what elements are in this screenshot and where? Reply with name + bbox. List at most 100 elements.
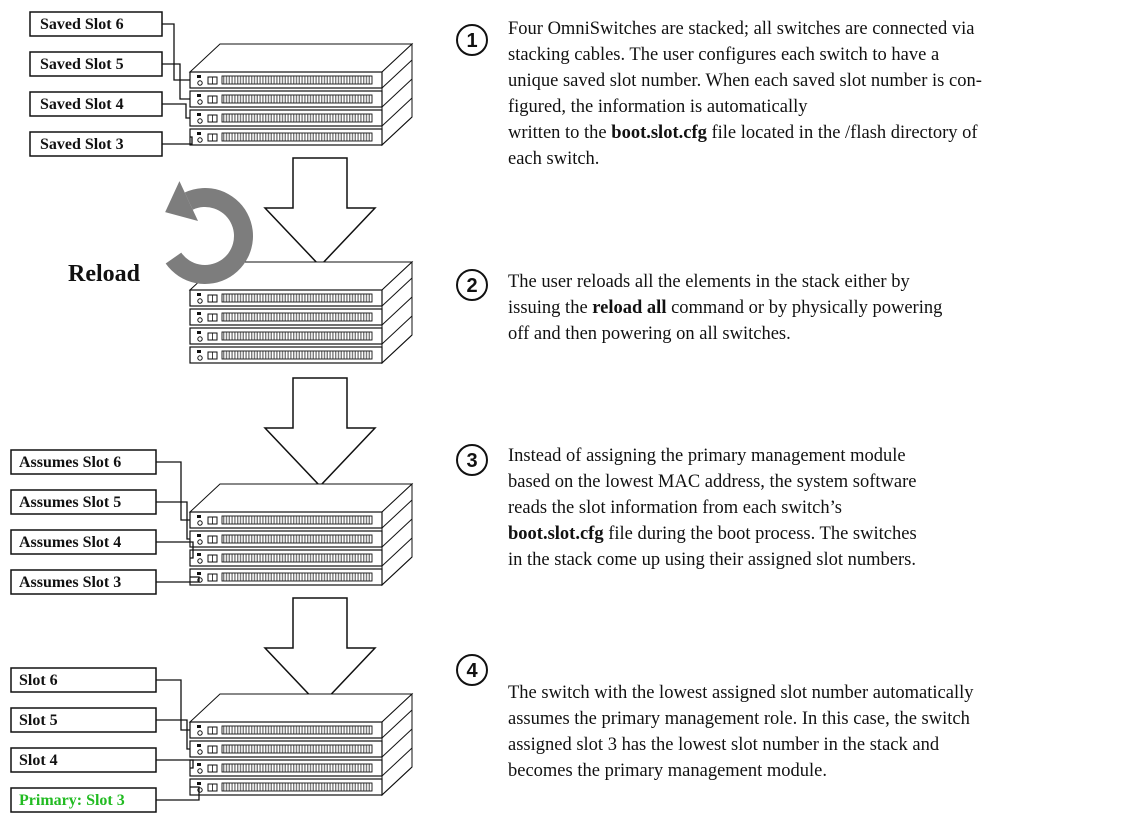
step-number-badge: 1	[456, 24, 488, 56]
switch-chassis-icon	[189, 296, 413, 326]
step-number: 2	[466, 275, 477, 297]
switch-stack-reload	[188, 260, 414, 365]
switch-stack-saved	[188, 42, 414, 147]
slot-label: Saved Slot 3	[29, 131, 193, 157]
bold-term: boot.slot.cfg	[611, 123, 707, 143]
connector-line	[162, 136, 193, 145]
switch-chassis-icon	[189, 59, 413, 89]
slot-label-text: Saved Slot 6	[40, 16, 124, 33]
switch-chassis-icon	[189, 116, 413, 146]
switch-chassis-icon	[189, 97, 413, 127]
description-line: assumes the primary management role. In …	[508, 706, 974, 732]
description-line: each switch.	[508, 146, 982, 172]
text-run: becomes the primary management module.	[508, 761, 828, 781]
text-run: based on the lowest MAC address, the sys…	[508, 472, 917, 492]
slot-label-text: Assumes Slot 3	[19, 574, 121, 591]
connector-line	[156, 541, 194, 559]
text-run: file located in the /flash directory of	[706, 123, 978, 143]
slot-label-text: Saved Slot 4	[40, 96, 124, 113]
switch-chassis-icon	[189, 334, 413, 364]
connector-line	[156, 679, 190, 731]
connector-line	[162, 103, 190, 119]
text-run: The user reloads all the elements in the…	[508, 272, 910, 292]
bold-term: boot.slot.cfg	[508, 524, 604, 544]
text-run: The switch with the lowest assigned slot…	[508, 683, 974, 703]
text-run: written to the	[508, 123, 612, 143]
connector-line	[162, 63, 190, 100]
down-arrow-icon	[263, 377, 377, 488]
slot-label: Saved Slot 6	[29, 11, 190, 81]
switch-chassis-icon	[189, 499, 413, 529]
text-run: assumes the primary management role. In …	[508, 709, 970, 729]
slot-label: Assumes Slot 3	[10, 569, 200, 595]
connector-line	[156, 786, 200, 801]
text-run: Four OmniSwitches are stacked; all switc…	[508, 19, 975, 39]
connector-line	[162, 23, 190, 81]
step-number-badge: 3	[456, 444, 488, 476]
circular-arrow-reload-icon	[165, 181, 253, 285]
step-1-description: Four OmniSwitches are stacked; all switc…	[508, 16, 982, 172]
connector-line	[156, 759, 194, 769]
slot-label-text: Slot 6	[19, 672, 58, 689]
reload-label: Reload	[68, 261, 141, 287]
down-arrow-icon	[263, 597, 377, 708]
slot-label-text: Slot 5	[19, 712, 58, 729]
connector-line	[156, 461, 190, 521]
description-line: Instead of assigning the primary managem…	[508, 443, 917, 469]
slot-label: Primary: Slot 3	[10, 786, 200, 813]
slot-label-text: Primary: Slot 3	[19, 792, 125, 809]
slot-label: Slot 6	[10, 667, 190, 731]
text-run: issuing the	[508, 298, 593, 318]
text-run: command or by physically powering	[666, 298, 943, 318]
switch-stack-final	[188, 692, 414, 797]
description-line: unique saved slot number. When each save…	[508, 68, 982, 94]
switch-chassis-icon	[189, 728, 413, 758]
slot-label: Slot 5	[10, 707, 190, 750]
step-4-description: The switch with the lowest assigned slot…	[508, 680, 974, 784]
description-line: in the stack come up using their assigne…	[508, 547, 917, 573]
step-3-description: Instead of assigning the primary managem…	[508, 443, 917, 573]
connector-line	[156, 576, 200, 583]
switch-chassis-icon	[189, 315, 413, 345]
connector-line	[156, 501, 190, 540]
switch-chassis-icon	[189, 709, 413, 739]
step-number: 4	[466, 660, 478, 682]
switch-chassis-icon	[189, 277, 413, 307]
slot-label-text: Assumes Slot 5	[19, 494, 121, 511]
slot-label-text: Slot 4	[19, 752, 58, 769]
description-line: off and then powering on all switches.	[508, 321, 942, 347]
description-line: The switch with the lowest assigned slot…	[508, 680, 974, 706]
bold-term: reload all	[592, 298, 667, 318]
text-run: in the stack come up using their assigne…	[508, 550, 916, 570]
slot-label-text: Saved Slot 3	[40, 136, 124, 153]
text-run: each switch.	[508, 149, 600, 169]
text-run: stacking cables. The user configures eac…	[508, 45, 940, 65]
slot-label: Slot 4	[10, 747, 194, 773]
step-number: 1	[466, 30, 477, 52]
text-run: unique saved slot number. When each save…	[508, 71, 982, 91]
text-run: reads the slot information from each swi…	[508, 498, 842, 518]
description-line: written to the boot.slot.cfg file locate…	[508, 120, 982, 146]
description-line: stacking cables. The user configures eac…	[508, 42, 982, 68]
text-run: Instead of assigning the primary managem…	[508, 446, 906, 466]
description-line: becomes the primary management module.	[508, 758, 974, 784]
step-number-badge: 2	[456, 269, 488, 301]
switch-stack-assumes	[188, 482, 414, 587]
description-line: boot.slot.cfg file during the boot proce…	[508, 521, 917, 547]
slot-label-text: Assumes Slot 4	[19, 534, 121, 551]
slot-label: Saved Slot 5	[29, 51, 190, 100]
text-run: assigned slot 3 has the lowest slot numb…	[508, 735, 940, 755]
description-line: based on the lowest MAC address, the sys…	[508, 469, 917, 495]
switch-chassis-icon	[189, 518, 413, 548]
slot-label: Assumes Slot 5	[10, 489, 190, 540]
step-2-description: The user reloads all the elements in the…	[508, 269, 942, 347]
slot-label: Assumes Slot 6	[10, 449, 190, 521]
switch-chassis-icon	[189, 747, 413, 777]
description-line: Four OmniSwitches are stacked; all switc…	[508, 16, 982, 42]
description-line: The user reloads all the elements in the…	[508, 269, 942, 295]
slot-label: Assumes Slot 4	[10, 529, 194, 559]
description-line: reads the slot information from each swi…	[508, 495, 917, 521]
slot-label-text: Assumes Slot 6	[19, 454, 121, 471]
slot-label-text: Saved Slot 5	[40, 56, 124, 73]
